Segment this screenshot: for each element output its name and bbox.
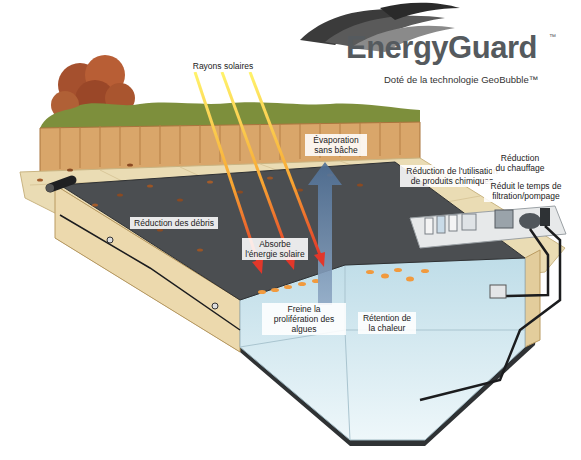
plumbing-part <box>212 303 218 309</box>
pool-shell-part <box>240 265 525 440</box>
pool-cover-part <box>297 188 303 191</box>
pool-cover-part <box>147 184 153 187</box>
heat-bubbles-part <box>406 277 414 282</box>
pool-equipment <box>410 206 566 248</box>
callout-label: Réduction du chauffage <box>492 152 548 174</box>
sun-rays-part <box>222 72 290 258</box>
plumbing-part <box>505 229 548 296</box>
pool-equipment-part <box>425 218 433 234</box>
heat-bubbles-part <box>258 290 266 294</box>
plumbing <box>60 215 560 400</box>
pool-cover-part <box>37 178 43 181</box>
pool-cover-part <box>67 168 73 171</box>
heat-bubbles-part <box>394 268 402 272</box>
pool-cover-part <box>92 203 98 206</box>
sun-rays-part <box>314 252 325 267</box>
sun-rays-part <box>195 72 258 262</box>
pool-cover-part <box>177 198 183 201</box>
pool-cover-part <box>197 248 203 251</box>
plumbing-part <box>107 237 113 243</box>
plumbing-part <box>60 215 240 330</box>
cover-roller-part <box>46 184 54 192</box>
heat-bubbles-part <box>366 270 374 274</box>
logo-title: EnergyGuard <box>346 30 537 66</box>
heat-bubbles-part <box>381 274 389 279</box>
pool-cover-part <box>127 163 133 166</box>
pool-cover-part <box>357 183 363 186</box>
pool-cover-part <box>207 180 213 183</box>
logo-swoosh-part <box>380 3 460 20</box>
heat-bubbles-part <box>421 269 429 273</box>
pool-equipment-part <box>519 213 541 229</box>
logo-subtitle: Doté de la technologie GeoBubble™ <box>384 74 538 85</box>
pool-equipment-part <box>437 216 445 233</box>
pool-equipment-part <box>410 206 566 248</box>
pool-equipment-part <box>449 215 457 231</box>
callout-label: Freine la prolifération des algues <box>262 303 346 335</box>
pool-equipment-part <box>495 210 513 228</box>
pool-cover-part <box>117 193 123 196</box>
callout-label: Réduction des débris <box>130 217 218 229</box>
sun-rays <box>195 72 325 274</box>
plumbing-part <box>420 226 560 400</box>
trademark-mark: ™ <box>549 33 556 40</box>
callout-label: Rayons solaires <box>188 60 258 72</box>
sun-rays-part <box>252 259 263 274</box>
heat-bubbles-part <box>298 282 306 286</box>
pool-equipment-part <box>462 214 476 230</box>
cover-roller <box>46 180 72 192</box>
heat-bubbles <box>258 268 429 294</box>
pool-cover-part <box>267 176 273 179</box>
plumbing-part <box>490 285 506 298</box>
pool-equipment-part <box>540 208 550 226</box>
callout-label: Rétention de la chaleur <box>358 312 416 334</box>
callout-label: Réduit le temps de filtration/pompage <box>484 180 568 202</box>
sun-rays-part <box>250 72 320 255</box>
callout-label: Absorbe l'énergie solaire <box>242 238 308 260</box>
pool-cover-part <box>237 190 243 193</box>
heat-bubbles-part <box>271 288 279 292</box>
pool-shell-part <box>525 250 540 347</box>
heat-bubbles-part <box>284 285 292 289</box>
callout-label: Évaporation sans bâche <box>305 134 367 156</box>
